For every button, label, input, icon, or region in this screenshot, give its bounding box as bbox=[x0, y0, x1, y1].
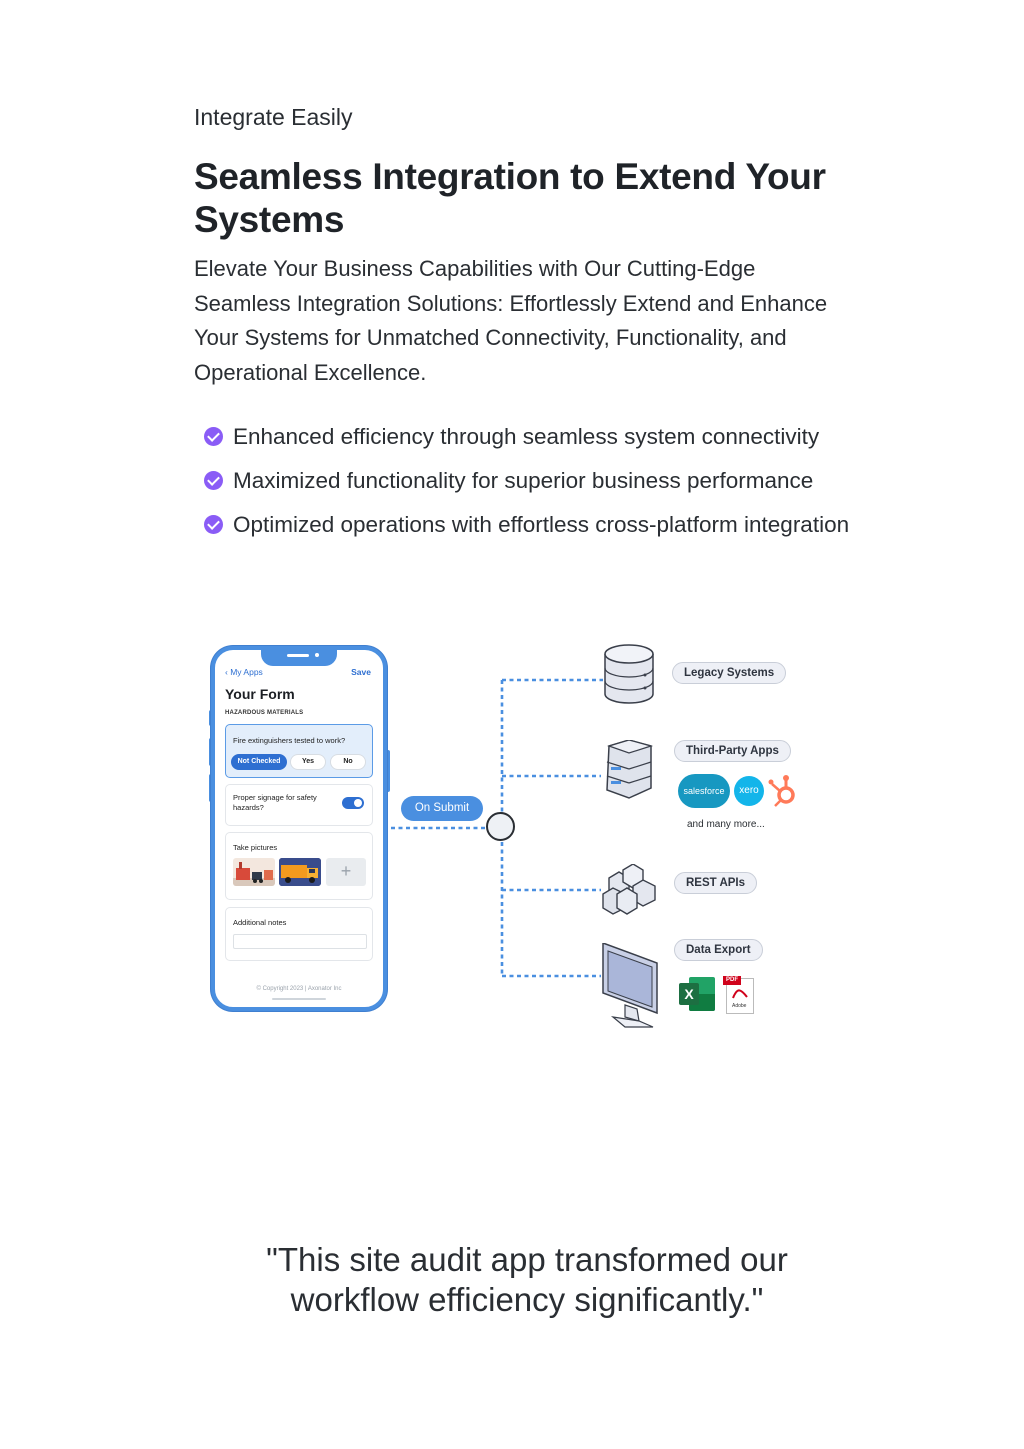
eyebrow-label: Integrate Easily bbox=[194, 104, 353, 130]
check-circle-icon bbox=[204, 427, 223, 446]
question-card-signage: Proper signage for safety hazards? bbox=[225, 784, 373, 826]
section-headline: Seamless Integration to Extend Your Syst… bbox=[194, 156, 826, 240]
pdf-badge: PDF bbox=[723, 976, 741, 985]
option-not-checked[interactable]: Not Checked bbox=[231, 754, 287, 770]
connector-hub bbox=[486, 812, 515, 841]
salesforce-logo: salesforce bbox=[678, 774, 730, 808]
photo-thumbnail-truck[interactable] bbox=[279, 858, 321, 886]
benefit-item: Optimized operations with effortless cro… bbox=[204, 508, 884, 542]
check-circle-icon bbox=[204, 515, 223, 534]
photo-thumbnail-factory[interactable] bbox=[233, 858, 275, 886]
chevron-left-icon: ‹ bbox=[225, 667, 231, 677]
api-cluster-icon bbox=[602, 864, 656, 915]
excel-letter: X bbox=[679, 983, 699, 1005]
connector-lines bbox=[391, 678, 603, 978]
benefit-item: Maximized functionality for superior bus… bbox=[204, 464, 884, 498]
question-card-extinguishers: Fire extinguishers tested to work? Not C… bbox=[225, 724, 373, 778]
tag-rest-apis: REST APIs bbox=[674, 872, 758, 894]
adobe-label: Adobe bbox=[732, 1003, 747, 1009]
form-section-label: HAZARDOUS MATERIALS bbox=[225, 710, 304, 716]
pdf-icon: PDF Adobe bbox=[723, 976, 754, 1014]
signage-toggle[interactable] bbox=[342, 797, 364, 809]
notes-card: Additional notes bbox=[225, 907, 373, 961]
benefit-text: Optimized operations with effortless cro… bbox=[233, 512, 850, 537]
check-circle-icon bbox=[204, 471, 223, 490]
monitor-icon bbox=[602, 943, 658, 1028]
save-button[interactable]: Save bbox=[351, 667, 371, 677]
phone-mockup: ‹ My Apps Save Your Form HAZARDOUS MATER… bbox=[211, 646, 387, 1011]
benefit-text: Enhanced efficiency through seamless sys… bbox=[233, 424, 820, 449]
question-text: Proper signage for safety hazards? bbox=[233, 793, 317, 812]
notes-label: Additional notes bbox=[233, 918, 287, 927]
tag-data-export: Data Export bbox=[674, 939, 763, 961]
back-link-label: My Apps bbox=[230, 667, 263, 677]
option-yes[interactable]: Yes bbox=[290, 754, 326, 770]
hubspot-icon bbox=[768, 775, 795, 807]
back-link[interactable]: ‹ My Apps bbox=[225, 667, 263, 677]
home-indicator bbox=[272, 998, 326, 1000]
add-photo-button[interactable]: + bbox=[326, 858, 366, 886]
pictures-label: Take pictures bbox=[233, 843, 278, 852]
notes-input[interactable] bbox=[233, 934, 367, 949]
benefit-text: Maximized functionality for superior bus… bbox=[233, 468, 814, 493]
benefit-list: Enhanced efficiency through seamless sys… bbox=[204, 420, 884, 552]
factory-image-icon bbox=[233, 862, 275, 886]
database-icon bbox=[604, 644, 654, 704]
xero-logo: xero bbox=[734, 776, 764, 806]
testimonial-quote: "This site audit app transformed our wor… bbox=[266, 1241, 788, 1318]
adobe-mark-icon bbox=[732, 989, 748, 999]
server-icon bbox=[606, 740, 654, 799]
on-submit-badge: On Submit bbox=[401, 796, 483, 821]
tag-legacy-systems: Legacy Systems bbox=[672, 662, 787, 684]
copyright-text: © Copyright 2023 | Axonator Inc bbox=[256, 986, 342, 992]
form-title: Your Form bbox=[225, 686, 295, 702]
option-no[interactable]: No bbox=[330, 754, 366, 770]
pictures-card: Take pictures bbox=[225, 832, 373, 900]
integration-diagram: ‹ My Apps Save Your Form HAZARDOUS MATER… bbox=[205, 640, 815, 1030]
phone-side-button bbox=[386, 750, 390, 792]
more-integrations-text: and many more... bbox=[687, 819, 765, 830]
phone-notch bbox=[261, 650, 337, 666]
section-intro: Elevate Your Business Capabilities with … bbox=[194, 256, 828, 385]
tag-third-party-apps: Third-Party Apps bbox=[674, 740, 791, 762]
question-text: Fire extinguishers tested to work? bbox=[233, 736, 346, 745]
benefit-item: Enhanced efficiency through seamless sys… bbox=[204, 420, 884, 454]
excel-icon: X bbox=[679, 977, 715, 1011]
truck-image-icon bbox=[279, 858, 321, 886]
